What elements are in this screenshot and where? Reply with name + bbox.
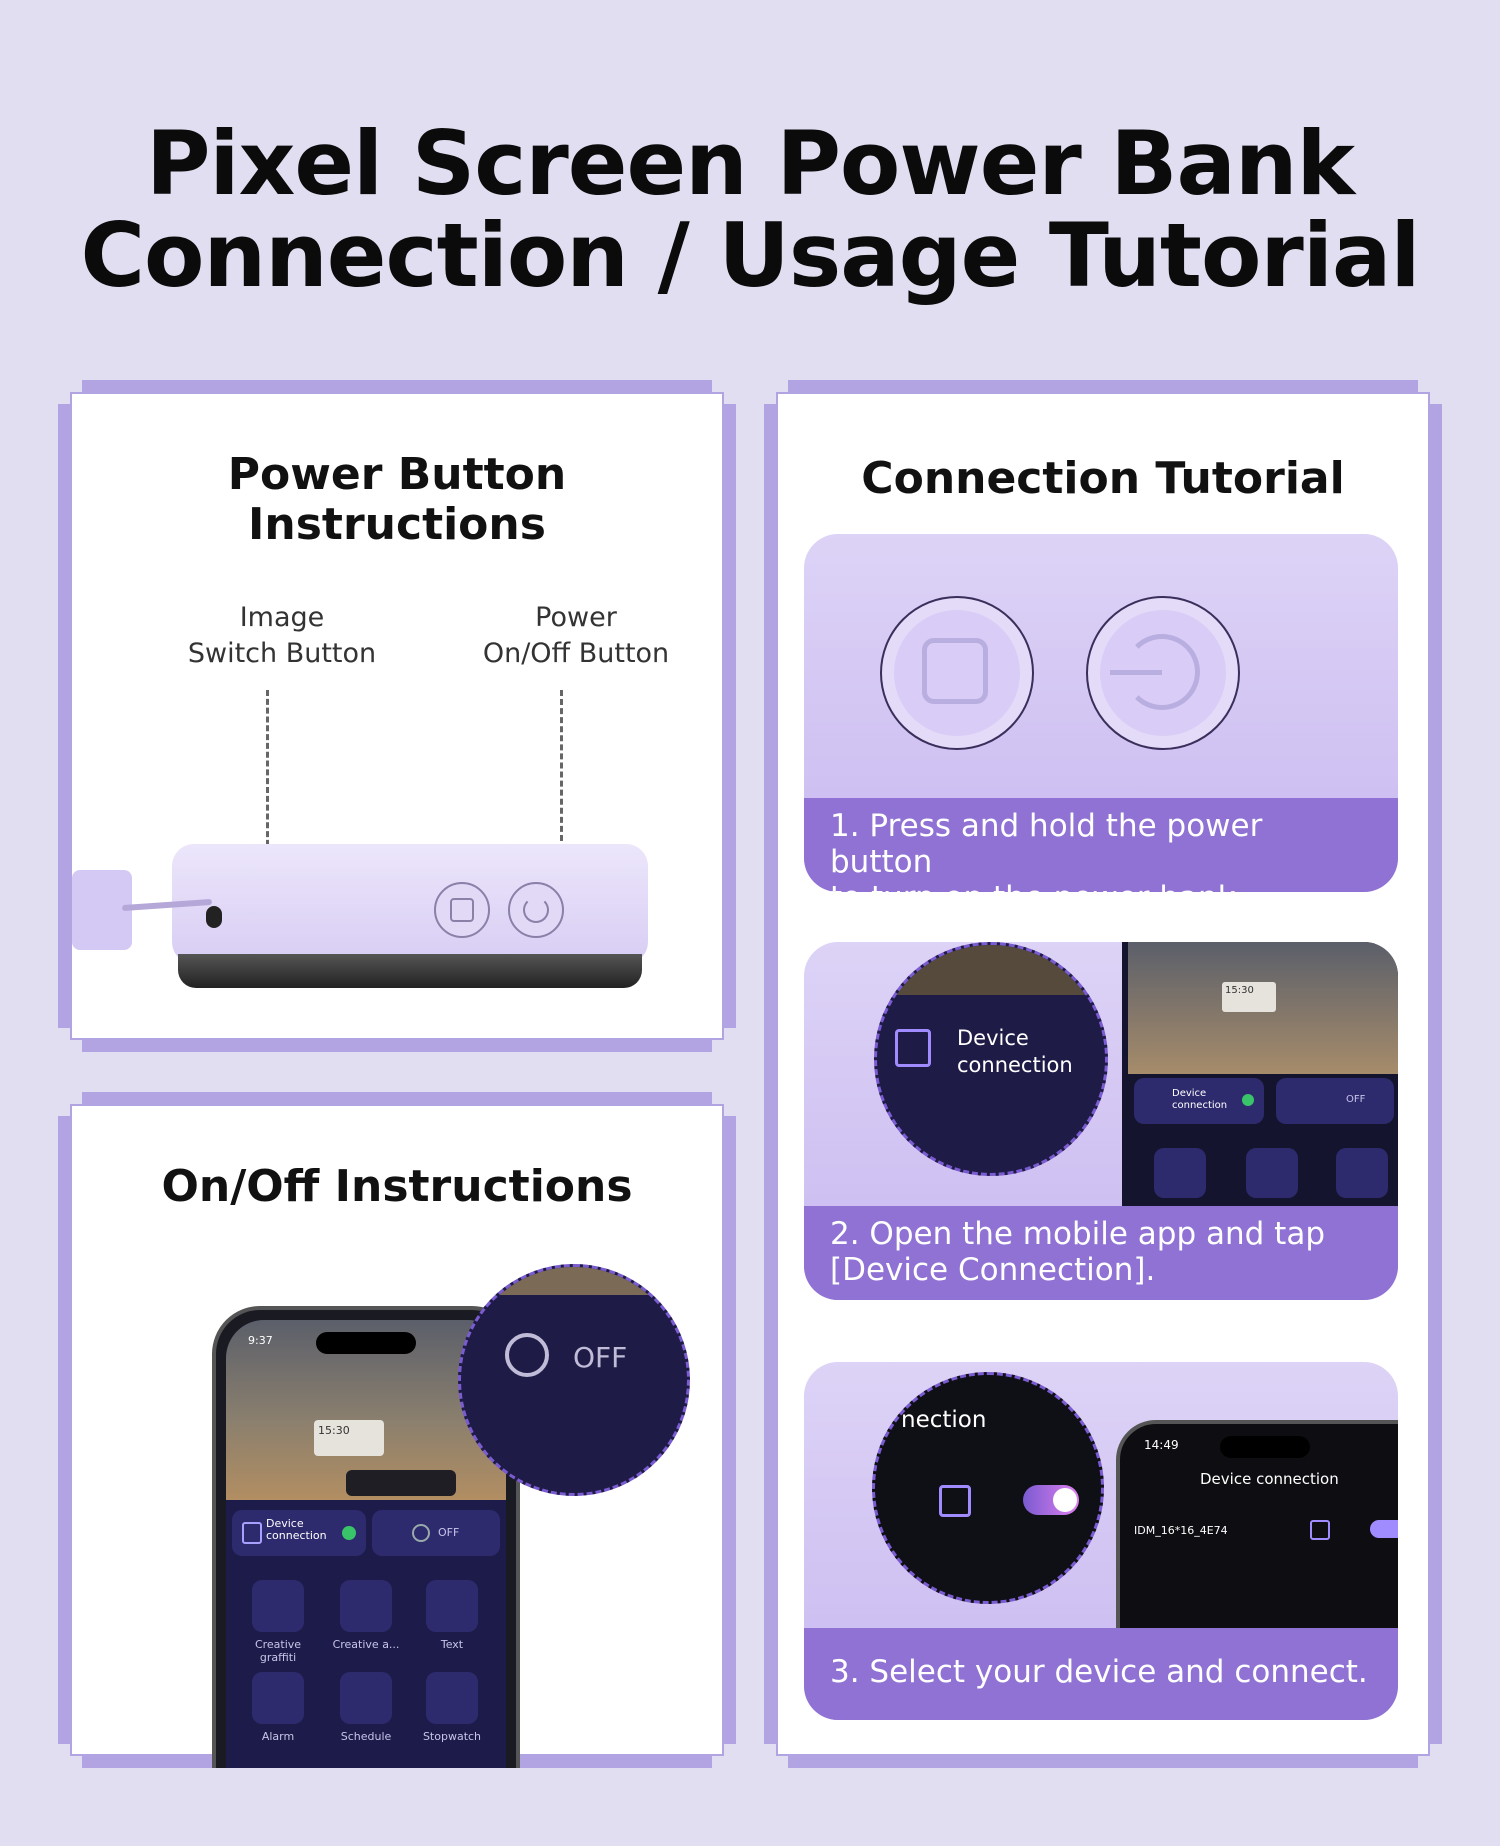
step-2-phone: 15:30 Device connection OFF (1122, 942, 1398, 1206)
power-zoom-icon (505, 1333, 549, 1377)
step-3-caption: 3. Select your device and connect. (804, 1628, 1398, 1720)
app-label-alarm: Alarm (261, 1730, 295, 1743)
toggle-zoom (1023, 1485, 1079, 1515)
step-2-bubble-label: Device connection (957, 1025, 1073, 1079)
onoff-card-title: On/Off Instructions (161, 1161, 633, 1212)
step-2-zoom-bubble: Device connection (874, 942, 1108, 1176)
app-text[interactable] (426, 1580, 478, 1632)
bubble-off-label: OFF (573, 1341, 628, 1374)
power-closeup-icon (1124, 634, 1200, 710)
step-3-bubble-text: nection (901, 1407, 987, 1433)
device-icon (242, 1522, 262, 1544)
step-3-phone: 14:49 Device connection IDM_16*16_4E74 (1116, 1420, 1398, 1668)
step-2-app-1[interactable] (1154, 1148, 1206, 1198)
power-card-title: Power Button Instructions (72, 450, 722, 550)
image-switch-label: Image Switch Button (162, 600, 402, 672)
app-creative-animation[interactable] (340, 1580, 392, 1632)
device-connection-label-line-1: Device (266, 1517, 304, 1530)
power-button[interactable] (508, 882, 564, 938)
edit-zoom-icon (939, 1485, 971, 1517)
dynamic-island (316, 1332, 416, 1354)
step-2-panel: 15:30 Device connection OFF Device conne… (804, 942, 1398, 1300)
step-3-header: Device connection (1200, 1470, 1339, 1488)
device-zoom-icon (895, 1029, 931, 1067)
app-label-schedule: Schedule (340, 1730, 392, 1743)
step-3-phone-time: 14:49 (1144, 1438, 1179, 1452)
power-card-title-line-2: Instructions (248, 499, 546, 550)
step-1-panel: 1. Press and hold the power button to tu… (804, 534, 1398, 892)
onoff-card: On/Off Instructions 9:37 15:30 Device co… (58, 1092, 736, 1768)
square-icon (922, 638, 988, 704)
app-label-stopwatch: Stopwatch (422, 1730, 482, 1743)
step-2-app-3[interactable] (1336, 1148, 1388, 1198)
pixel-clock: 15:30 (314, 1420, 384, 1456)
power-onoff-label-line-1: Power (535, 602, 617, 633)
image-switch-button[interactable] (434, 882, 490, 938)
app-label-creative-graffiti: Creative graffiti (254, 1638, 302, 1664)
title-line-2: Connection / Usage Tutorial (80, 204, 1420, 307)
step-2-off-label: OFF (1346, 1094, 1366, 1105)
image-switch-label-line-1: Image (239, 602, 325, 633)
step-3-panel: 14:49 Device connection IDM_16*16_4E74 n… (804, 1362, 1398, 1720)
step-1-caption: 1. Press and hold the power button to tu… (804, 798, 1398, 892)
keyboard (346, 1470, 456, 1496)
power-leader (560, 690, 563, 850)
step-3-toggle[interactable] (1370, 1520, 1398, 1538)
pixel-clock-time: 15:30 (318, 1424, 350, 1437)
device-connection-label: Device connection (266, 1518, 327, 1542)
step-3-dynamic-island (1220, 1436, 1310, 1458)
power-card-title-line-1: Power Button (227, 449, 567, 500)
app-schedule[interactable] (340, 1672, 392, 1724)
title-line-1: Pixel Screen Power Bank (145, 112, 1355, 215)
power-closeup-bar (1110, 670, 1162, 675)
step-3-zoom-bubble: nection (872, 1372, 1104, 1604)
power-icon (412, 1524, 430, 1542)
step-3-line: 3. Select your device and connect. (830, 1654, 1368, 1690)
connection-card-title: Connection Tutorial (861, 453, 1345, 504)
step-2-pixel-clock: 15:30 (1222, 982, 1276, 1012)
power-button-card: Power Button Instructions Image Switch B… (58, 380, 736, 1052)
page-title: Pixel Screen Power Bank Connection / Usa… (0, 118, 1500, 302)
phone-time: 9:37 (248, 1334, 273, 1347)
off-label: OFF (438, 1526, 460, 1539)
app-label-creative-animation: Creative a... (332, 1638, 400, 1651)
step-2-device-line-2: connection (1172, 1100, 1228, 1111)
step-1-line-2: to turn on the power bank (830, 880, 1372, 892)
step-2-off-tile[interactable]: OFF (1276, 1078, 1394, 1124)
power-button-closeup (1086, 596, 1240, 750)
app-creative-graffiti[interactable] (252, 1580, 304, 1632)
power-onoff-label: Power On/Off Button (456, 600, 696, 672)
device-connection-tile[interactable]: Device connection (232, 1510, 366, 1556)
step-2-bubble-line-1: Device (957, 1026, 1029, 1050)
power-bank-device (172, 844, 648, 994)
step-2-caption: 2. Open the mobile app and tap [Device C… (804, 1206, 1398, 1300)
check-icon (342, 1526, 356, 1540)
step-2-clock-time: 15:30 (1225, 985, 1254, 996)
device-connection-label-line-2: connection (266, 1529, 327, 1542)
step-2-bubble-line-2: connection (957, 1053, 1073, 1077)
step-2-app-2[interactable] (1246, 1148, 1298, 1198)
step-2-device-tile[interactable]: Device connection (1134, 1078, 1264, 1124)
step-2-device-line-1: Device (1172, 1088, 1207, 1099)
step-3-edit-icon[interactable] (1310, 1520, 1330, 1540)
app-label-text: Text (440, 1638, 464, 1651)
off-tile[interactable]: OFF (372, 1510, 500, 1556)
step-2-line-2: [Device Connection]. (830, 1252, 1156, 1288)
step-2-device-label: Device connection (1172, 1088, 1227, 1112)
image-switch-leader (266, 690, 269, 890)
step-2-line-1: 2. Open the mobile app and tap (830, 1216, 1326, 1252)
step-2-check-icon (1242, 1094, 1254, 1106)
power-onoff-label-line-2: On/Off Button (482, 638, 670, 669)
image-switch-button-closeup (880, 596, 1034, 750)
step-1-line-1: 1. Press and hold the power button (830, 808, 1263, 880)
off-zoom-bubble: OFF (458, 1264, 690, 1496)
app-stopwatch[interactable] (426, 1672, 478, 1724)
image-switch-label-line-2: Switch Button (187, 638, 377, 669)
app-alarm[interactable] (252, 1672, 304, 1724)
step-3-device-id[interactable]: IDM_16*16_4E74 (1134, 1524, 1228, 1537)
